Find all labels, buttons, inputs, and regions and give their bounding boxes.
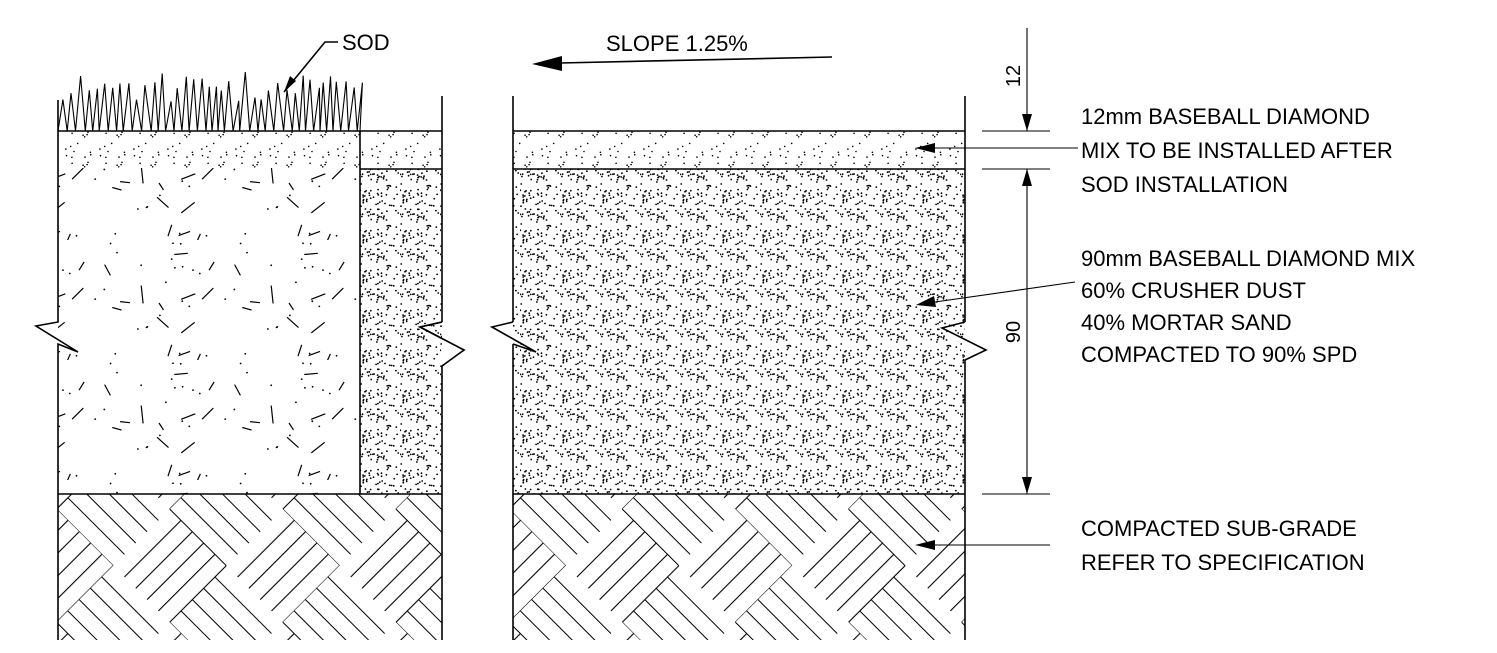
left-subgrade xyxy=(58,494,442,640)
slope-label: SLOPE 1.25% xyxy=(606,31,748,56)
sod-soil-layer xyxy=(58,131,360,168)
note-top-line-1: 12mm BASEBALL DIAMOND xyxy=(1081,104,1370,129)
notes: 12mm BASEBALL DIAMOND MIX TO BE INSTALLE… xyxy=(915,104,1415,575)
note-mid-line-3: 40% MORTAR SAND xyxy=(1081,310,1292,335)
note-mid-line-1: 90mm BASEBALL DIAMOND MIX xyxy=(1081,246,1415,271)
left-mix-top-strip xyxy=(360,131,442,169)
note-top-line-2: MIX TO BE INSTALLED AFTER xyxy=(1081,138,1393,163)
right-subgrade xyxy=(513,494,965,640)
note-top-line-3: SOD INSTALLATION xyxy=(1081,172,1288,197)
mix-12mm-layer xyxy=(513,131,965,169)
left-section: SOD xyxy=(33,30,466,640)
right-section: SLOPE 1.25% xyxy=(489,31,988,640)
note-bottom-line-2: REFER TO SPECIFICATION xyxy=(1081,550,1365,575)
note-bottom-line-1: COMPACTED SUB-GRADE xyxy=(1081,516,1357,541)
slope-arrow-icon xyxy=(532,56,833,71)
note-mid-line-4: COMPACTED TO 90% SPD xyxy=(1081,342,1357,367)
sod-label: SOD xyxy=(342,30,390,55)
dim-90-label: 90 xyxy=(1003,321,1025,343)
sod-grass-icon xyxy=(57,72,363,132)
dim-12-label: 12 xyxy=(1003,65,1025,87)
dimensions: 12 90 xyxy=(982,28,1050,495)
topsoil-block xyxy=(58,168,360,494)
mix-90mm-layer xyxy=(513,169,965,494)
note-mid-line-2: 60% CRUSHER DUST xyxy=(1081,278,1306,303)
